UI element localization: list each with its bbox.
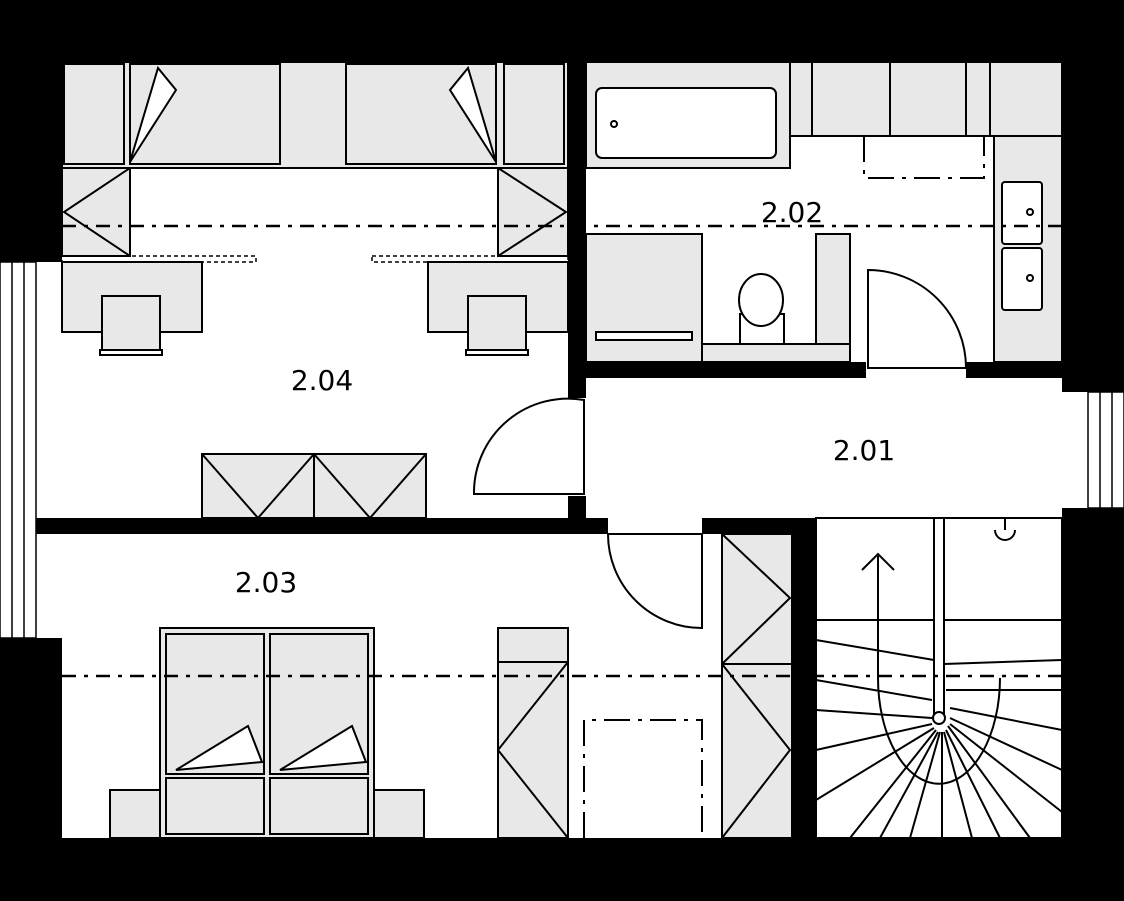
bathroom-fixtures bbox=[585, 61, 1063, 363]
door-bedroom bbox=[602, 518, 708, 630]
staircase bbox=[815, 517, 1063, 839]
room-label-bathroom: 2.02 bbox=[761, 196, 823, 229]
bedroom-furniture bbox=[109, 533, 793, 839]
room-label-kids-room: 2.04 bbox=[291, 364, 353, 397]
ridge-lines bbox=[62, 224, 1062, 678]
interior-walls bbox=[36, 62, 1062, 838]
window-right bbox=[1087, 391, 1124, 509]
door-bathroom bbox=[867, 268, 968, 369]
door-kids-room bbox=[472, 397, 585, 495]
room-label-hall: 2.01 bbox=[833, 434, 895, 467]
window-left bbox=[0, 261, 37, 639]
kids-room-furniture bbox=[61, 61, 569, 520]
room-label-bedroom: 2.03 bbox=[235, 566, 297, 599]
